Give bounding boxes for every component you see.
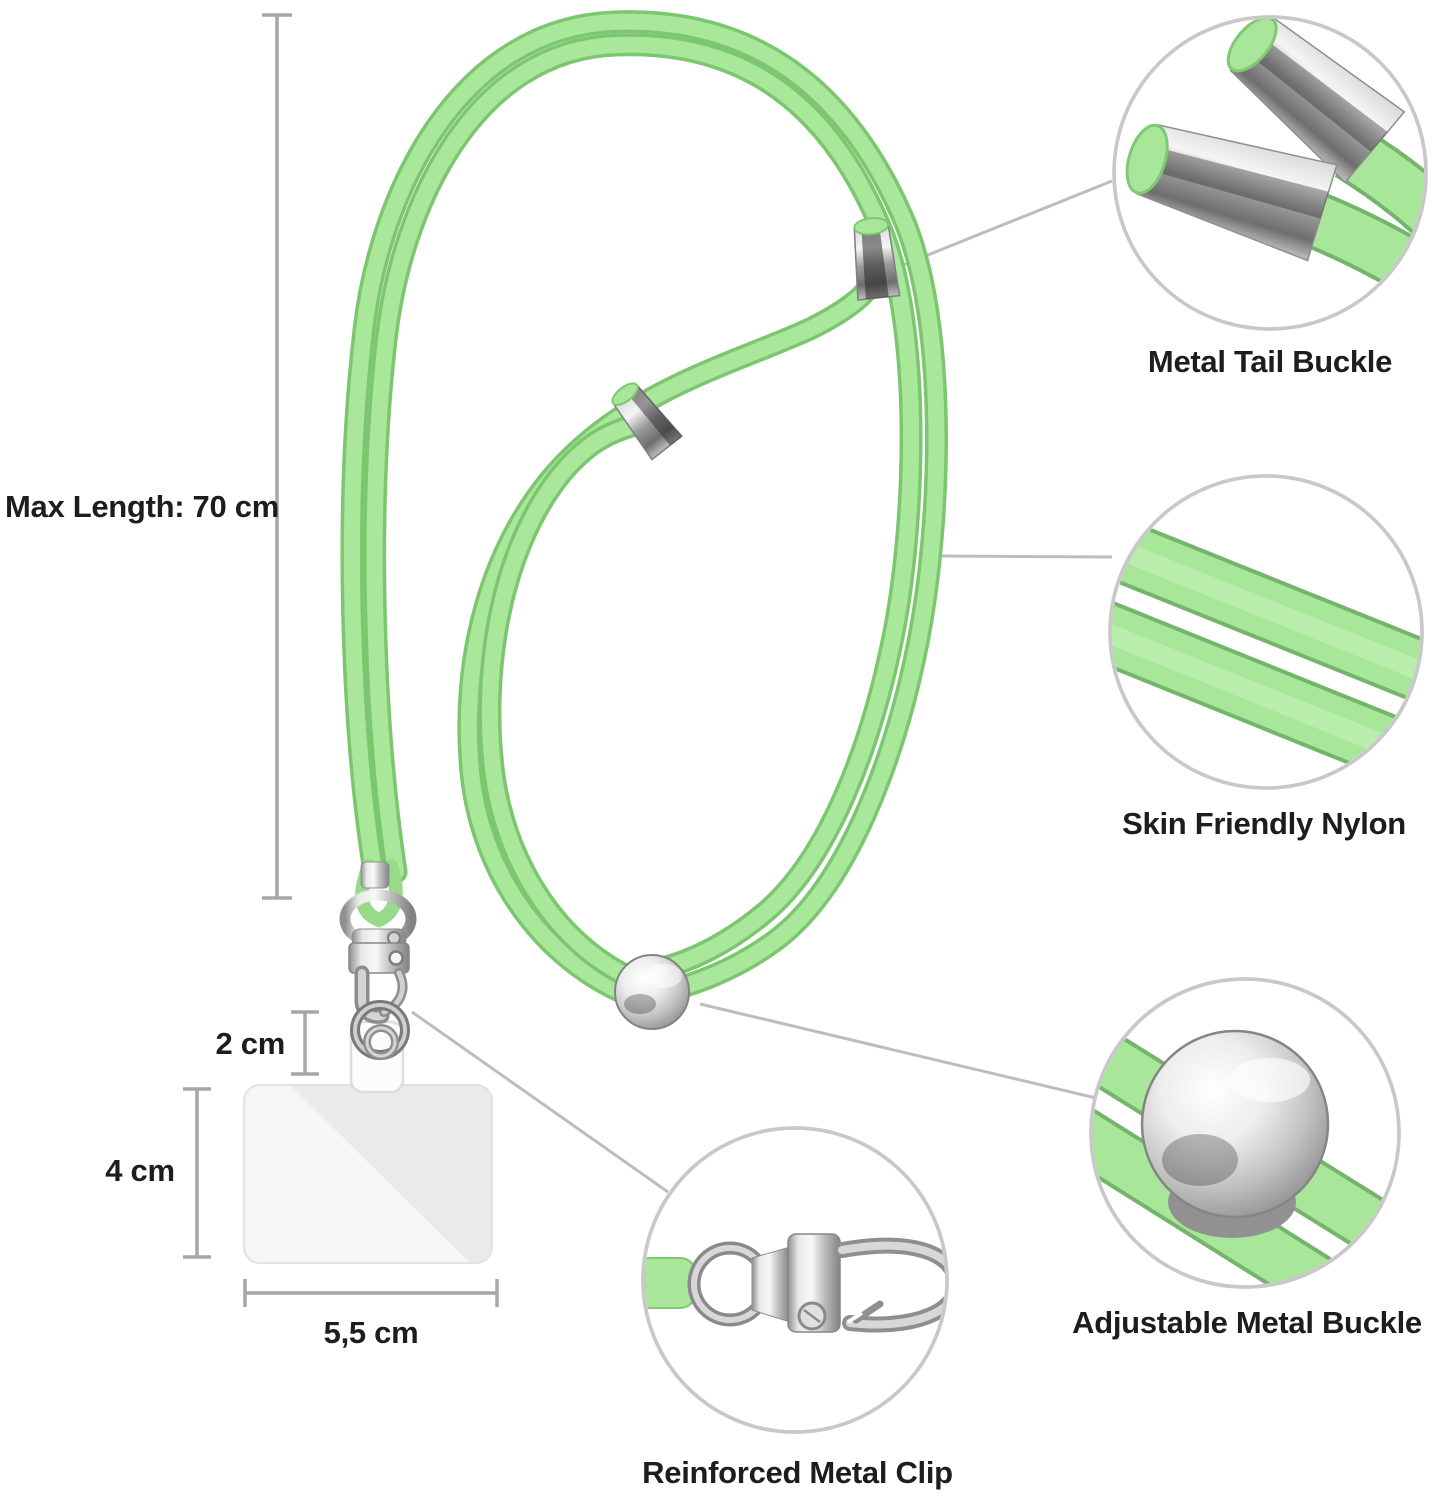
phone-tether-clip [339,859,417,1060]
cord-loop-outer [340,10,948,1006]
spacer-card [243,1020,493,1264]
callout-label-nylon: Skin Friendly Nylon [1122,806,1406,841]
clasp-block [348,942,410,974]
tab-height-label: 2 cm [215,1026,286,1061]
cord-end-left [478,411,656,994]
tail-cap-left [611,382,683,461]
measurement-lines [183,13,499,1307]
leader-metal-clip [411,1010,669,1194]
metal-clip-closeup [641,1126,949,1434]
cord-ferrule [360,861,390,889]
leader-adjustable-buckle [699,1002,1097,1100]
clasp-rivet [388,950,404,966]
max-length-label: Max Length: 70 cm [5,489,279,524]
adjuster-button [614,954,690,1030]
nylon-cord-closeup [1108,474,1424,790]
adjustable-buckle-closeup [1089,977,1401,1289]
callout-lines [411,179,1113,1194]
tail-cap-right [853,217,901,301]
leader-tail-buckle [897,179,1113,269]
tail-buckle-closeup [1112,15,1428,331]
tab-height-measure [291,1010,319,1076]
card-width-measure [243,1279,499,1307]
lanyard-cord [340,10,948,1016]
callout-label-adjustable-buckle: Adjustable Metal Buckle [1072,1305,1422,1340]
callout-label-metal-clip: Reinforced Metal Clip [642,1455,953,1490]
cord-loop-inner [363,33,923,982]
card-height-measure [183,1087,211,1259]
max-length-measure [262,13,292,900]
card-height-label: 4 cm [105,1153,175,1188]
leader-nylon [939,554,1113,559]
callout-label-tail-buckle: Metal Tail Buckle [1147,344,1393,379]
card-width-label: 5,5 cm [323,1315,419,1350]
cord-loop-through-ring [355,859,403,928]
